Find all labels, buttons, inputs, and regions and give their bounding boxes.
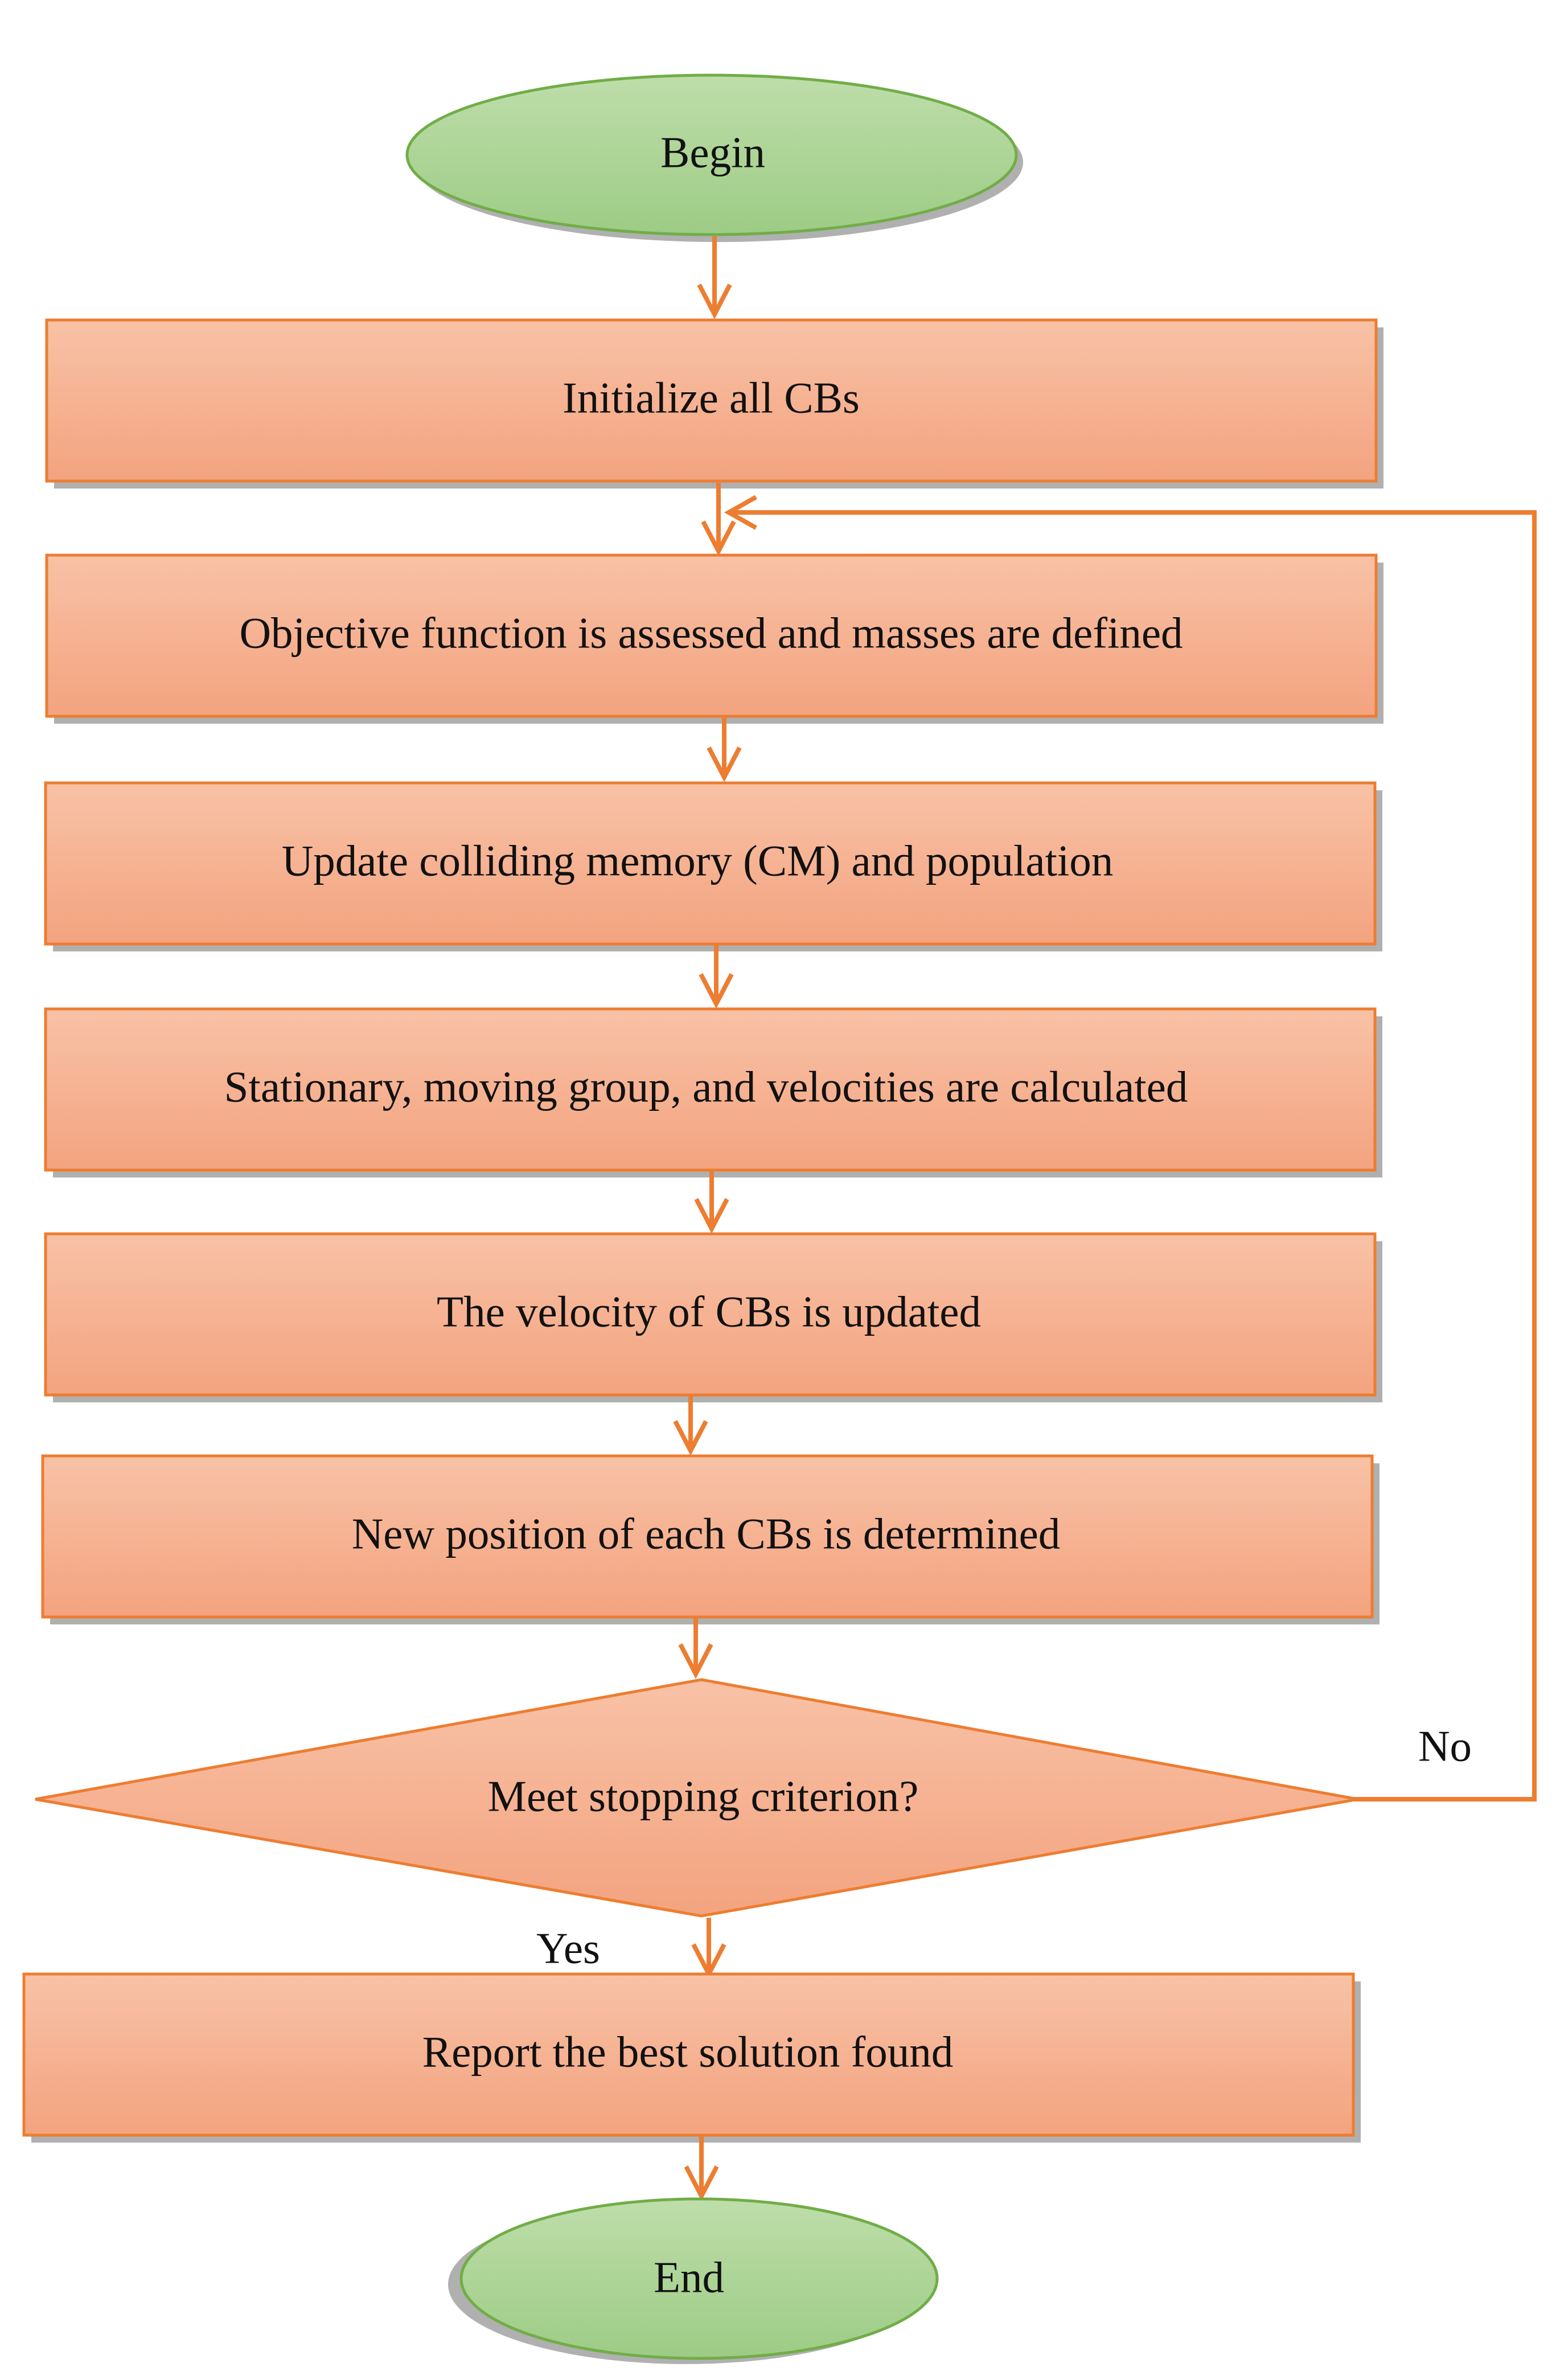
process-report-label: Report the best solution found (422, 2028, 953, 2077)
process-objective: Objective function is assessed and masse… (45, 553, 1378, 718)
connectors (673, 236, 1537, 2201)
end-terminal: End (459, 2197, 939, 2360)
arrow-decision-to-report (691, 1918, 726, 1979)
decision-stopping-criterion: Meet stopping criterion? (35, 1678, 1358, 1918)
end-label: End (654, 2253, 724, 2302)
loop-no-arrow (724, 495, 1537, 1802)
process-objective-label: Objective function is assessed and masse… (239, 609, 1183, 658)
arrow-report-to-end (684, 2136, 719, 2201)
process-stationary: Stationary, moving group, and velocities… (44, 1007, 1377, 1172)
begin-terminal: Begin (405, 73, 1018, 236)
process-update-cm: Update colliding memory (CM) and populat… (44, 781, 1377, 946)
arrow-objective-to-update (707, 717, 742, 782)
decision-label: Meet stopping criterion? (488, 1772, 919, 1821)
arrow-begin-to-init (697, 236, 732, 319)
begin-label: Begin (660, 128, 765, 177)
process-report: Report the best solution found (22, 1972, 1355, 2137)
process-velocity: The velocity of CBs is updated (44, 1232, 1377, 1397)
process-velocity-label: The velocity of CBs is updated (437, 1287, 981, 1336)
process-initialize-label: Initialize all CBs (563, 374, 860, 422)
process-initialize: Initialize all CBs (45, 318, 1378, 483)
arrow-position-to-decision (678, 1618, 713, 1679)
arrow-velocity-to-position (673, 1396, 708, 1456)
arrow-init-to-objective (701, 483, 736, 556)
edge-label-yes: Yes (536, 1924, 600, 1973)
process-position: New position of each CBs is determined (41, 1454, 1374, 1619)
process-stationary-label: Stationary, moving group, and velocities… (224, 1062, 1188, 1111)
arrow-update-to-stationary (699, 945, 734, 1009)
arrow-stationary-to-velocity (694, 1171, 729, 1234)
edge-label-no: No (1418, 1722, 1472, 1771)
process-update-cm-label: Update colliding memory (CM) and populat… (282, 836, 1114, 885)
process-position-label: New position of each CBs is determined (352, 1509, 1061, 1558)
